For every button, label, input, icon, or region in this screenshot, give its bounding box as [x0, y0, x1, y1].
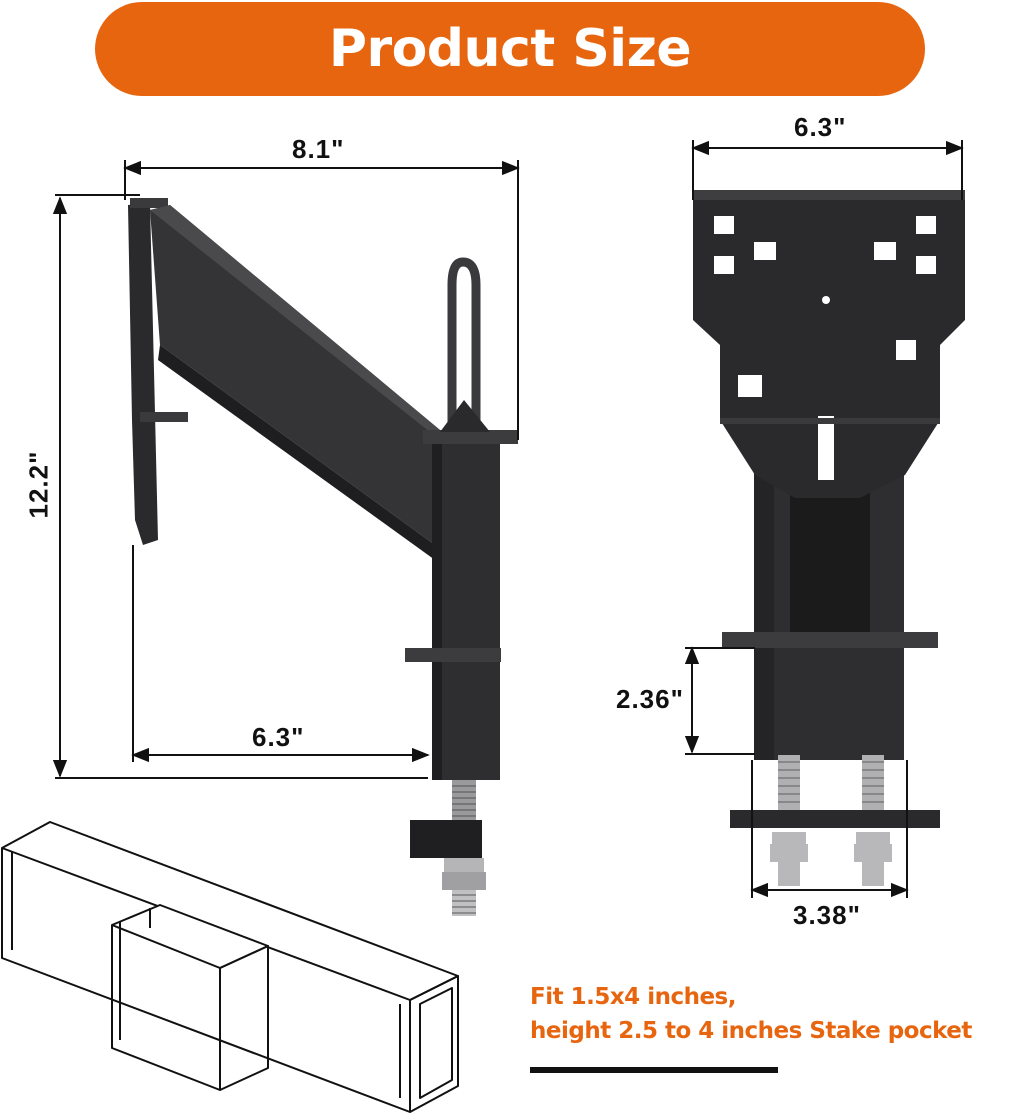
- fit-line-1: Fit 1.5x4 inches,: [530, 984, 736, 1010]
- front-pocket-height-label: 2.36": [616, 684, 684, 714]
- underline-bar: [530, 1067, 778, 1073]
- front-view-bracket: [693, 190, 965, 886]
- front-bolt-span-label: 3.38": [793, 900, 861, 930]
- fit-line-2: height 2.5 to 4 inches Stake pocket: [530, 1018, 972, 1044]
- side-height-label: 12.2": [23, 450, 54, 519]
- side-view-bracket: [128, 198, 518, 916]
- title-banner: Product Size: [95, 2, 925, 96]
- fit-description: Fit 1.5x4 inches, height 2.5 to 4 inches…: [530, 980, 972, 1048]
- side-width-label: 8.1": [292, 134, 345, 164]
- front-width-label: 6.3": [794, 112, 847, 142]
- side-dimension-lines: [52, 160, 520, 779]
- side-base-label: 6.3": [252, 722, 305, 752]
- stake-pocket-drawing: [1, 821, 459, 1113]
- front-dimension-lines: [684, 140, 964, 898]
- page-title: Product Size: [328, 19, 692, 79]
